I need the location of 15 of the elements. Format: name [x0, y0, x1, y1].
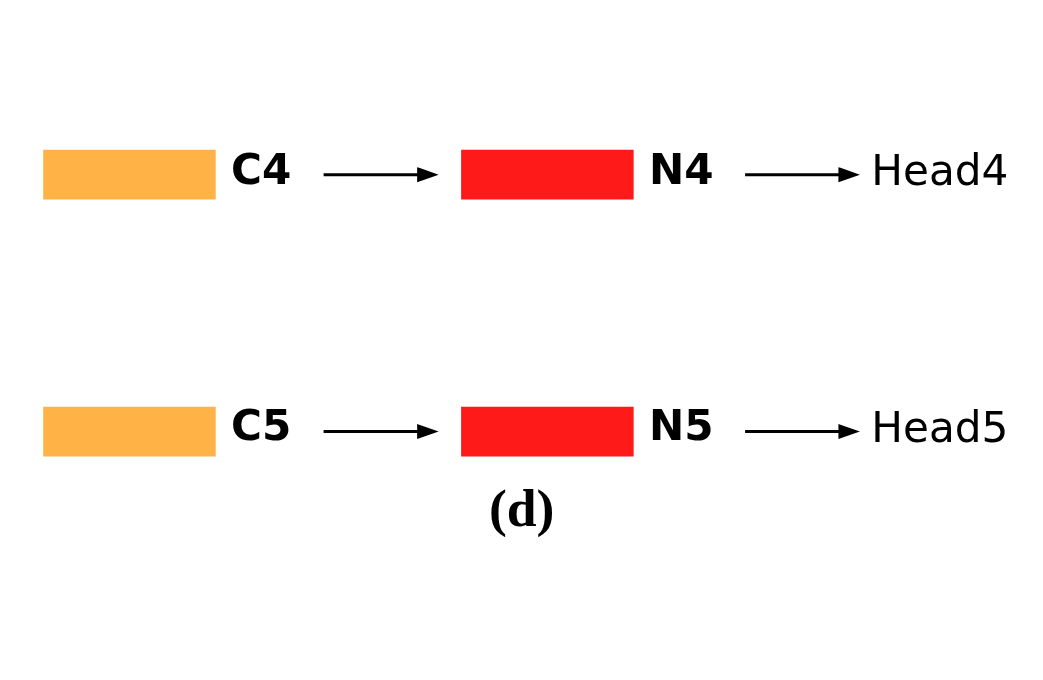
node-box — [461, 406, 634, 456]
node-box — [43, 406, 216, 456]
node-box — [43, 149, 216, 200]
node-text: Head4 — [871, 145, 1009, 195]
arrow — [323, 166, 439, 182]
node-label: C5 — [231, 400, 292, 450]
caption: (d) — [488, 477, 555, 538]
arrow — [745, 423, 860, 439]
node-text: Head5 — [871, 402, 1009, 452]
node-label: C4 — [231, 144, 292, 193]
node-box — [461, 149, 634, 200]
node-label: N4 — [648, 144, 714, 193]
arrow — [323, 423, 439, 439]
arrow — [745, 166, 860, 182]
node-label: N5 — [648, 400, 714, 450]
